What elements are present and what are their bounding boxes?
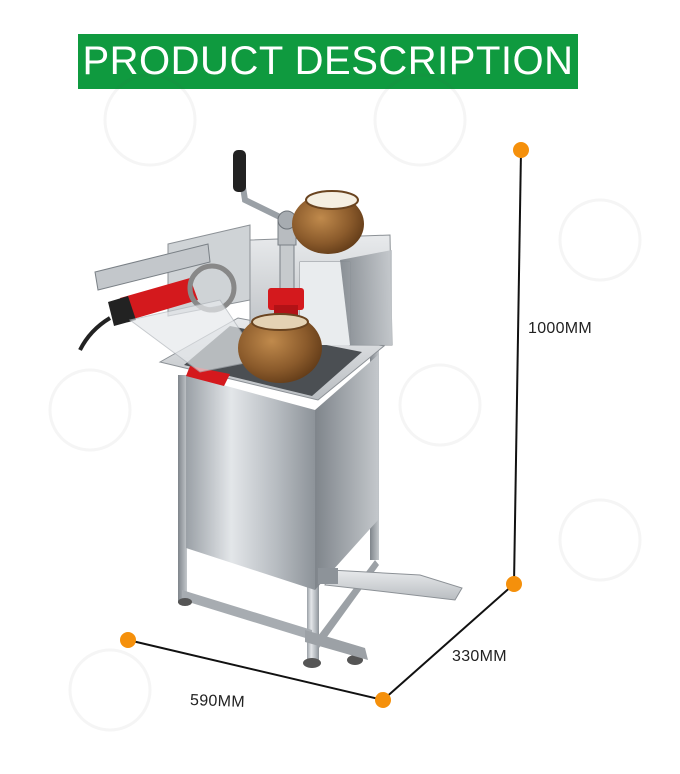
- marker-dot-front: [375, 692, 391, 708]
- foot-pedal: [318, 568, 463, 601]
- marker-dot-top: [513, 142, 529, 158]
- marker-dot-corner: [506, 576, 522, 592]
- marker-dot-left: [120, 632, 136, 648]
- coconut-top: [292, 190, 364, 254]
- dimension-lines: [127, 149, 522, 701]
- angle-grinder: [78, 243, 261, 373]
- coconut-lower: [238, 313, 322, 383]
- watermark: [48, 73, 642, 732]
- width-dimension-label: 590MM: [189, 692, 246, 711]
- depth-dimension-label: 330MM: [452, 648, 507, 665]
- banner-title: PRODUCT DESCRIPTION: [82, 39, 574, 83]
- product-description-banner: PRODUCT DESCRIPTION: [78, 34, 578, 89]
- press-arm: [233, 150, 297, 301]
- height-dimension-label: 1000MM: [528, 320, 593, 337]
- dimension-markers: [120, 142, 529, 708]
